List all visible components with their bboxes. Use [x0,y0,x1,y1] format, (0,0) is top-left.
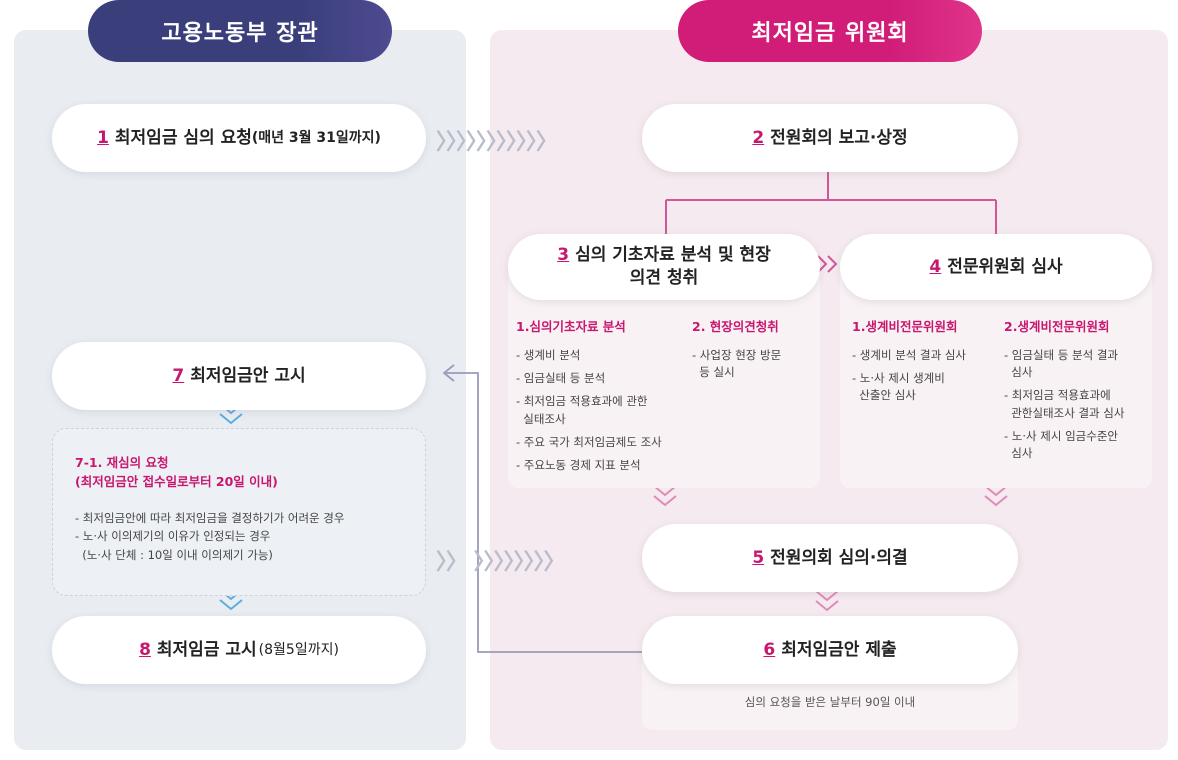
ministry-header: 고용노동부 장관 [88,0,392,62]
step-2-pill: 2 전원회의 보고·상정 [642,104,1018,172]
committee-header: 최저임금 위원회 [678,0,982,62]
list-item: - 최저임금안에 따라 최저임금을 결정하기가 어려운 경우 [75,511,345,525]
step-2-number: 2 [752,127,765,148]
step-6-label: 최저임금안 제출 [781,639,897,660]
step-2-label: 전원회의 보고·상정 [770,127,908,148]
reconsideration-title-line2: (최저임금안 접수일로부터 20일 이내) [75,474,278,490]
step-5-label: 전원의회 심의·의결 [770,547,908,568]
reconsideration-box: 7-1. 재심의 요청 (최저임금안 접수일로부터 20일 이내) - 최저임금… [52,428,426,596]
list-item: - 임금실태 등 분석 [516,371,606,385]
step-1-pill: 1 최저임금 심의 요청 (매년 3월 31일까지) [52,104,426,172]
list-item: - 주요노동 경제 지표 분석 [516,458,641,472]
step-4-col2-title: 2.생계비전문위원회 [1004,319,1110,334]
step-3-analysis-title: 1.심의기초자료 분석 [516,319,626,334]
reconsideration-title: 7-1. 재심의 요청 (최저임금안 접수일로부터 20일 이내) [75,453,278,492]
list-item: - 노·사 이의제기의 이유가 인정되는 경우 [75,529,271,544]
step-1-deadline: (매년 3월 31일까지) [251,129,381,146]
arrowhead-to-7 [442,364,455,382]
step-3-label-line2: 의견 청취 [629,268,699,288]
chevron-row-7-5: 〉〉 〉〉〉〉〉〉〉〉 [436,550,566,575]
step-1-number: 1 [97,127,109,148]
connector-6-to-7 [446,372,642,653]
step-6-note: 심의 요청을 받은 날부터 90일 이내 [744,695,916,709]
step-4-col1-title: 1.생계비전문위원회 [852,319,958,334]
list-item: 심사 [1004,446,1033,460]
step-7-label: 최저임금안 고시 [190,365,306,386]
list-item: - 최저임금 적용효과에 관한 [516,394,648,409]
step-4-details-card [840,266,1152,488]
step-8-pill: 8 최저임금 고시 (8월5일까지) [52,616,426,684]
list-item: 심사 [1004,365,1033,379]
list-item: - 생계비 분석 [516,347,581,362]
step-3-analysis-column: 1.심의기초자료 분석 - 생계비 분석 - 임금실태 등 분석 - 최저임금 … [516,318,696,480]
list-item: - 생계비 분석 결과 심사 [852,347,966,362]
list-item: 관한실태조사 결과 심사 [1004,405,1125,420]
step-4-costofliving-column: 1.생계비전문위원회 - 생계비 분석 결과 심사 - 노·사 제시 생계비 산… [852,318,1002,405]
step-5-pill: 5 전원의회 심의·의결 [642,524,1018,592]
step-8-deadline: (8월5일까지) [258,641,339,658]
step-7-number: 7 [172,365,185,386]
reconsideration-title-line1: 7-1. 재심의 요청 [75,455,169,470]
step-3-number: 3 [557,245,570,266]
down-chevron-5 [815,590,839,612]
chevron-row-1-2: 〉〉〉〉〉〉〉〉〉〉〉 [436,130,558,155]
list-item: 산출안 심사 [852,388,916,403]
reconsideration-items: - 최저임금안에 따라 최저임금을 결정하기가 어려운 경우 - 노·사 이의제… [75,509,344,564]
list-item: - 사업장 현장 방문 [692,347,782,362]
list-item: - 노·사 제시 생계비 [852,371,945,385]
down-chevron-3 [653,485,677,507]
step-3-details-card [508,266,820,488]
step-4-pill: 4 전문위원회 심사 [840,234,1152,300]
step-4-number: 4 [929,256,942,277]
step-3-label: 심의 기초자료 분석 및 현장 [575,245,771,266]
down-chevron-4 [984,485,1008,507]
list-item: - 임금실태 등 분석 결과 [1004,347,1118,362]
step-5-number: 5 [752,547,765,568]
right-chevron-3-4 [817,255,838,273]
list-item: - 주요 국가 최저임금제도 조사 [516,434,662,449]
list-item: (노·사 단체 : 10일 이내 이의제기 가능) [75,547,273,562]
step-3-hearing-title: 2. 현장의견청취 [692,319,779,334]
step-4-label: 전문위원회 심사 [947,256,1063,277]
list-item: - 노·사 제시 임금수준안 [1004,428,1118,443]
step-6-pill: 6 최저임금안 제출 [642,616,1018,684]
step-6-number: 6 [763,639,776,660]
step-7-pill: 7 최저임금안 고시 [52,342,426,410]
step-1-label: 최저임금 심의 요청 [114,127,252,148]
list-item: 실태조사 [516,411,566,426]
step-4-wage-column: 2.생계비전문위원회 - 임금실태 등 분석 결과 심사 - 최저임금 적용효과… [1004,318,1152,462]
list-item: 등 실시 [692,365,735,379]
step-8-number: 8 [139,639,151,660]
step-8-label: 최저임금 고시 [156,639,257,660]
step-3-hearing-column: 2. 현장의견청취 - 사업장 현장 방문 등 실시 [692,318,812,381]
list-item: - 최저임금 적용효과에 [1004,388,1111,403]
